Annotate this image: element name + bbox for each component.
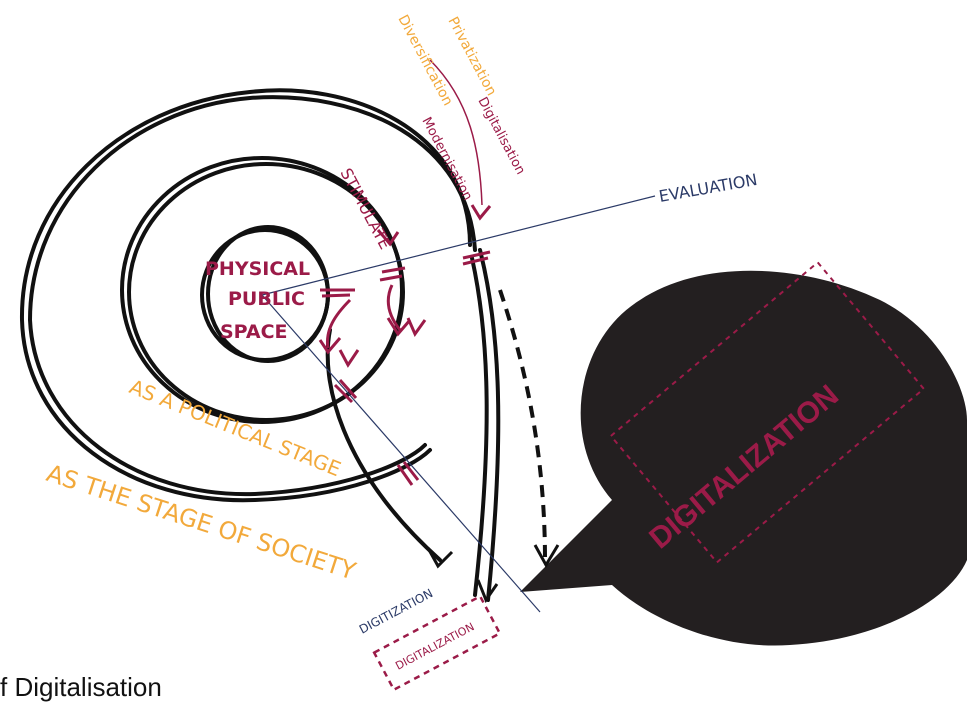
top-label-modernisation: Modernisation [418, 115, 474, 203]
center-line1: PHYSICAL [205, 258, 310, 280]
arrow-head-digitalization [476, 579, 499, 604]
label-stage-of-society: AS THE STAGE OF SOCIETY [43, 459, 359, 586]
top-label-diversification: Diversification [394, 12, 455, 108]
speech-bubble [520, 260, 967, 646]
svg-text:DIGITALIZATION: DIGITALIZATION [393, 620, 476, 672]
label-evaluation: EVALUATION [657, 170, 758, 206]
label-stimulate: STIMULATE [336, 165, 395, 253]
center-line2: PUBLIC [228, 288, 305, 310]
dashed-arrow-head [533, 544, 560, 569]
center-line3: SPACE [220, 321, 288, 343]
top-label-digitalisation: Digitalisation [474, 95, 527, 177]
spiral-rings [19, 88, 501, 602]
figure-caption: f Digitalisation [0, 672, 162, 702]
label-digitization: DIGITIZATION [357, 586, 435, 637]
maroon-marks [318, 204, 492, 486]
label-political-stage: AS A POLITICAL STAGE [126, 374, 344, 481]
top-label-privatization: Privatization [444, 14, 499, 98]
maroon-curve [429, 59, 483, 206]
axis-lines [261, 195, 656, 613]
dashed-arrow [498, 289, 547, 561]
arrow-head-digitization [426, 547, 454, 569]
